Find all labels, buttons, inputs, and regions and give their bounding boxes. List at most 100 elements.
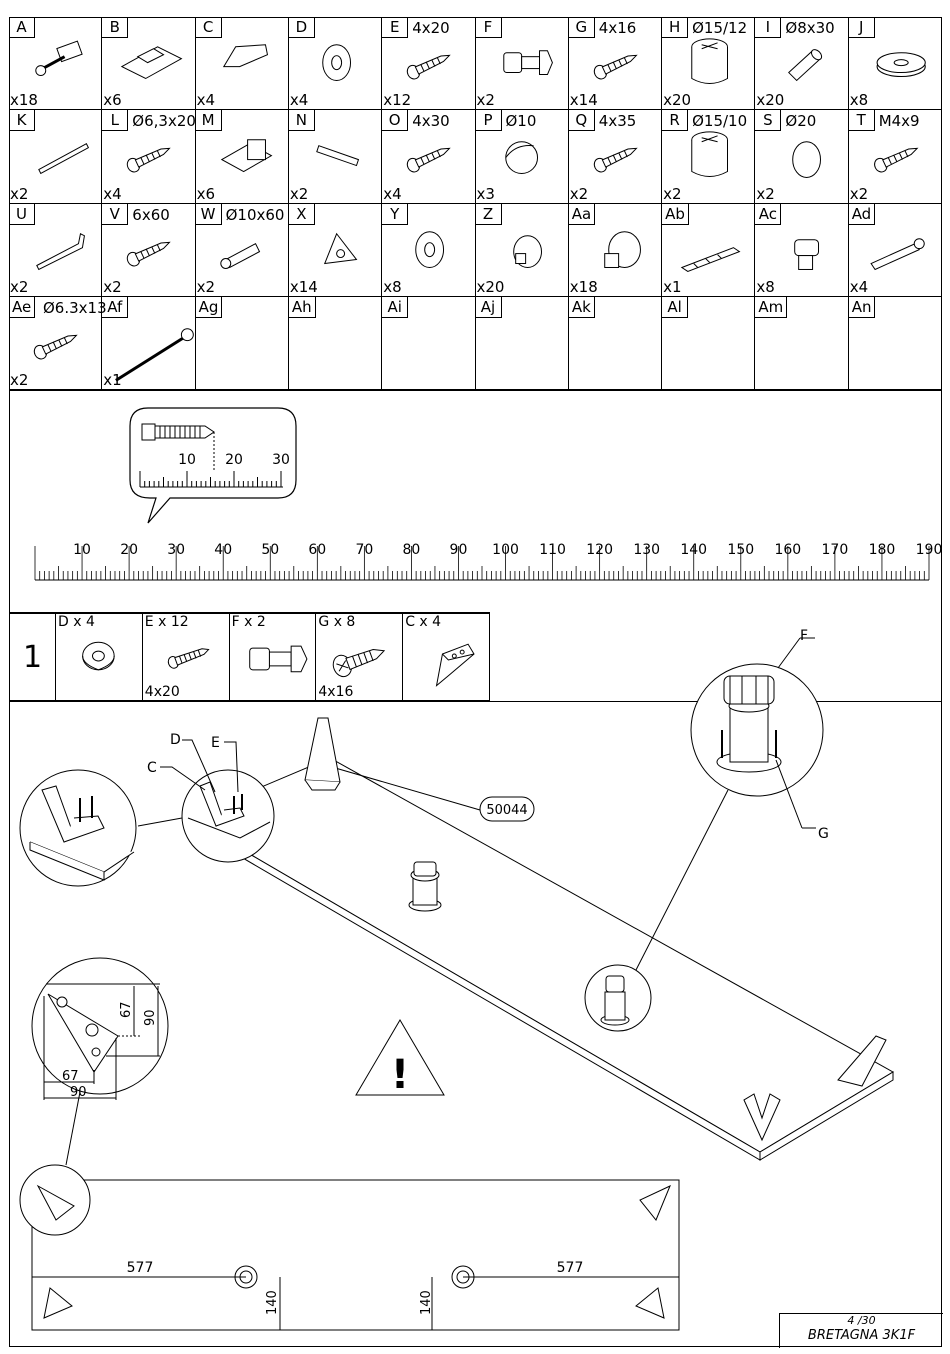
dim-67a: 67 [119,1001,134,1018]
ruler-label: 100 [492,542,519,558]
callout-f: F [800,628,808,644]
angle-bracket-icon [36,232,85,270]
hinge-plate-icon [121,46,183,80]
wall-plug-icon [219,242,260,269]
part-letter: Ai [382,296,409,318]
bar-icon [316,145,359,167]
part-letter: Aj [475,296,502,318]
connector-bolt-icon [870,237,925,270]
dim-67b: 67 [62,1069,79,1084]
part-quantity: x18 [10,91,38,110]
step-1-header: 1 D x 4 E x 12 4x20 F x 2 G x 8 4x16 C x… [9,613,490,701]
cam-bolt-icon [35,40,83,77]
step-item-d: D x 4 [56,614,143,700]
part-letter: P [475,110,502,132]
screw-icon [593,148,638,173]
cam-lock-icon [691,38,729,84]
ruler-label: 80 [403,542,421,558]
step-number: 1 [10,614,56,700]
ruler-label: 170 [822,542,849,558]
part-letter: Ak [568,296,595,318]
part-letter: Ah [288,296,316,318]
part-letter: Z [475,203,502,225]
step-item-label: C x 4 [405,614,442,630]
ruler-label: 70 [355,542,373,558]
washer-icon [322,44,351,81]
ruler-label: 20 [120,542,138,558]
part-size: Ø6,3x20 [132,112,196,131]
part-letter: Ae [9,296,36,318]
part-letter: K [9,110,35,132]
dim-90b: 90 [70,1085,87,1100]
divider [9,390,942,391]
part-cell-aj: Aj [475,296,569,390]
step-item-size: 4x16 [318,684,354,700]
part-quantity: x2 [476,91,495,110]
part-letter: O [382,110,409,132]
part-quantity: x20 [476,277,505,296]
screw-icon [406,54,451,80]
part-quantity: x2 [849,184,869,203]
part-quantity: x2 [10,277,29,296]
part-quantity: x2 [663,184,682,203]
ruler-label: 30 [167,542,185,558]
callout-e: E [211,735,220,751]
rail-icon [38,143,90,175]
part-letter: C [195,17,222,38]
part-letter: G [568,17,595,38]
part-letter: E [382,17,409,38]
step-item-label: D x 4 [58,614,95,630]
disc-cap-icon [792,141,822,179]
shims-icon [680,246,741,272]
part-quantity: x2 [756,184,775,203]
part-letter: A [9,17,35,38]
dim-right-h: 140 [419,1290,434,1315]
step-item-label: E x 12 [144,614,189,630]
corner-bracket-icon [187,781,271,839]
cap-icon [504,141,538,175]
screw-icon [593,54,638,80]
footer: 4 /30 BRETAGNA 3K1F [779,1313,943,1348]
part-quantity: x12 [383,91,412,110]
part-quantity: x4 [849,277,869,296]
speech-bubble [129,407,297,524]
corner-bracket-icon [29,785,135,881]
part-letter: J [848,17,875,38]
part-letter: Am [755,296,788,318]
ruler-label: 190 [916,542,943,558]
part-quantity: x2 [196,277,216,296]
part-size: 4x30 [412,112,450,131]
screw-icon [127,148,172,173]
part-quantity: x6 [196,184,216,203]
part-letter: N [288,110,315,132]
part-quantity: x8 [383,277,402,296]
divider [9,701,942,702]
part-quantity: x8 [756,277,775,296]
part-quantity: x2 [289,184,309,203]
washer-icon [415,230,445,268]
shelf-support-icon [604,230,641,268]
panel-code: 50044 [486,803,527,818]
adjustable-foot-icon [716,675,782,773]
part-quantity: x4 [103,184,122,203]
divider [9,612,490,613]
part-cell-al: Al [662,296,756,390]
part-quantity: x4 [383,184,402,203]
part-size: Ø20 [785,112,817,131]
